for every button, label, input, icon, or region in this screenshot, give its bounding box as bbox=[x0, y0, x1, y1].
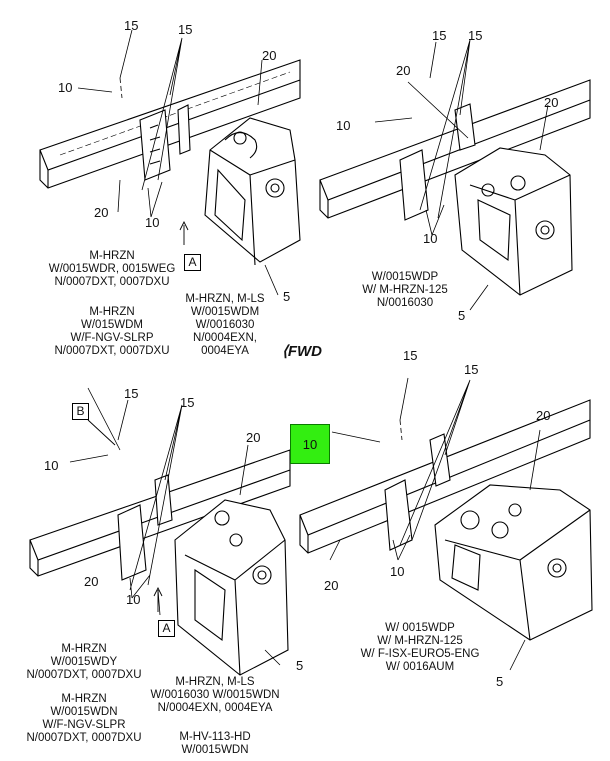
callout-5: 5 bbox=[283, 289, 291, 304]
callout-15: 15 bbox=[432, 28, 447, 43]
forward-direction-label: ⟨FWD bbox=[282, 343, 323, 360]
callout-10: 10 bbox=[145, 215, 160, 230]
tank-q2 bbox=[454, 147, 573, 296]
view-label-a: A bbox=[184, 254, 201, 271]
tank-q3 bbox=[174, 499, 289, 676]
tank-q1 bbox=[204, 117, 301, 266]
callout-5: 5 bbox=[458, 308, 466, 323]
callout-15: 15 bbox=[178, 22, 193, 37]
callout-15: 15 bbox=[180, 395, 195, 410]
callout-20: 20 bbox=[536, 408, 551, 423]
callout-20: 20 bbox=[94, 205, 109, 220]
tank-q4 bbox=[434, 484, 593, 641]
callout-15: 15 bbox=[124, 18, 139, 33]
callout-20: 20 bbox=[544, 95, 559, 110]
callout-20: 20 bbox=[246, 430, 261, 445]
highlighted-part-10[interactable]: 10 bbox=[290, 424, 330, 464]
callout-10: 10 bbox=[390, 564, 405, 579]
callout-20: 20 bbox=[324, 578, 339, 593]
callout-20: 20 bbox=[262, 48, 277, 63]
callout-15: 15 bbox=[468, 28, 483, 43]
callout-15: 15 bbox=[464, 362, 479, 377]
callout-15: 15 bbox=[124, 386, 139, 401]
callout-10: 10 bbox=[44, 458, 59, 473]
callout-10: 10 bbox=[58, 80, 73, 95]
callout-5: 5 bbox=[496, 674, 504, 689]
callout-20: 20 bbox=[396, 63, 411, 78]
callout-10: 10 bbox=[336, 118, 351, 133]
frame-rail-q1 bbox=[39, 59, 301, 189]
bracket-q3 bbox=[117, 474, 173, 581]
callout-10: 10 bbox=[423, 231, 438, 246]
callout-15: 15 bbox=[403, 348, 418, 363]
callout-5: 5 bbox=[296, 658, 304, 673]
fwd-text: FWD bbox=[287, 343, 323, 360]
frame-rail-q2 bbox=[319, 79, 591, 219]
callout-10: 10 bbox=[126, 592, 141, 607]
view-label-b: B bbox=[72, 403, 89, 420]
callout-20: 20 bbox=[84, 574, 99, 589]
view-label-a-2: A bbox=[158, 620, 175, 637]
bracket-q2 bbox=[399, 103, 476, 221]
bracket-q1 bbox=[139, 104, 191, 181]
